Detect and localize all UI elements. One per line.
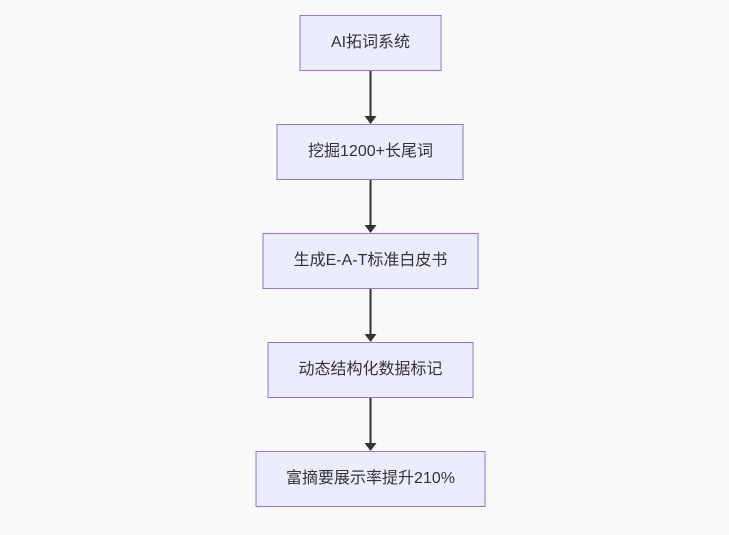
arrow-head-down-icon — [364, 225, 377, 233]
arrow-line — [369, 180, 372, 227]
arrow-line — [369, 71, 372, 118]
node-label: 挖掘1200+长尾词 — [308, 143, 433, 160]
node-label: 富摘要展示率提升210% — [286, 470, 455, 487]
node-label: 动态结构化数据标记 — [298, 361, 443, 378]
node-ai-word-expansion-system: AI拓词系统 — [299, 15, 442, 71]
arrow-line — [369, 398, 372, 445]
flow-arrow-1 — [363, 71, 379, 124]
node-longtail-keyword-mining: 挖掘1200+长尾词 — [277, 124, 464, 180]
flow-arrow-2 — [363, 180, 379, 233]
flow-arrow-4 — [363, 398, 379, 451]
arrow-head-down-icon — [364, 443, 377, 451]
node-label: 生成E-A-T标准白皮书 — [293, 252, 448, 269]
flowchart-column: AI拓词系统 挖掘1200+长尾词 生成E-A-T标准白皮书 动态结构化数据标记 — [255, 15, 486, 507]
arrow-head-down-icon — [364, 116, 377, 124]
flow-arrow-3 — [363, 289, 379, 342]
node-rich-snippet-rate-increase: 富摘要展示率提升210% — [255, 451, 486, 507]
node-label: AI拓词系统 — [330, 34, 411, 51]
arrow-line — [369, 289, 372, 336]
node-eat-whitepaper-generation: 生成E-A-T标准白皮书 — [262, 233, 479, 289]
arrow-head-down-icon — [364, 334, 377, 342]
node-dynamic-structured-data-markup: 动态结构化数据标记 — [267, 342, 474, 398]
